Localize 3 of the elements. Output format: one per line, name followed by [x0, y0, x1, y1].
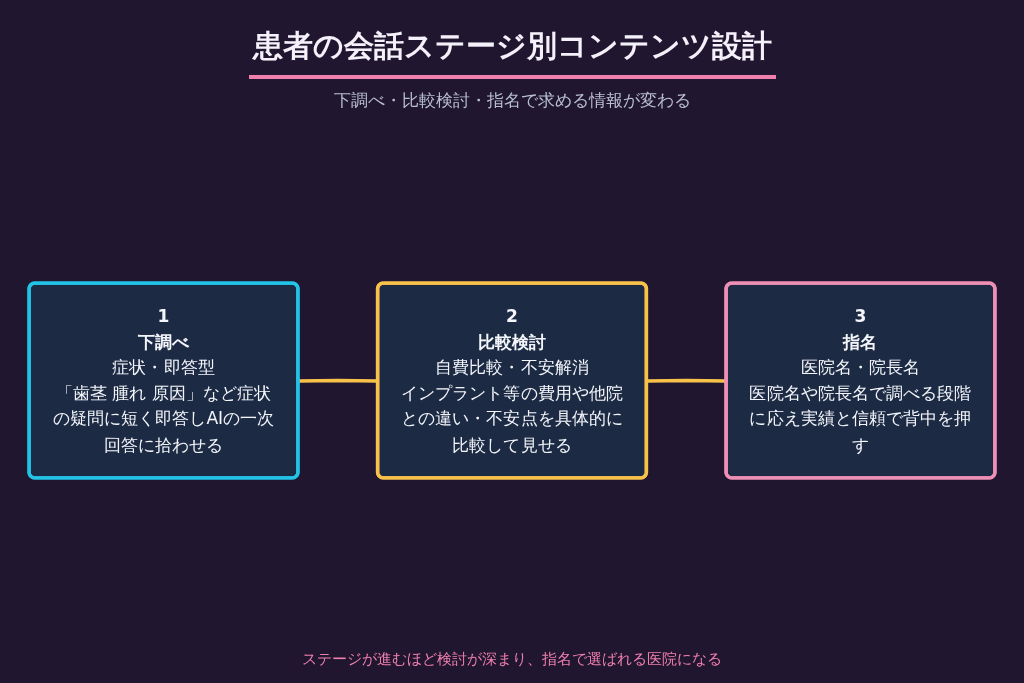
- title: 患者の会話ステージ別コンテンツ設計: [248, 26, 776, 79]
- caption: ステージが進むほど検討が深まり、指名で選ばれる医院になる: [302, 650, 722, 669]
- subtitle: 下調べ・比較検討・指名で求める情報が変わる: [333, 89, 691, 112]
